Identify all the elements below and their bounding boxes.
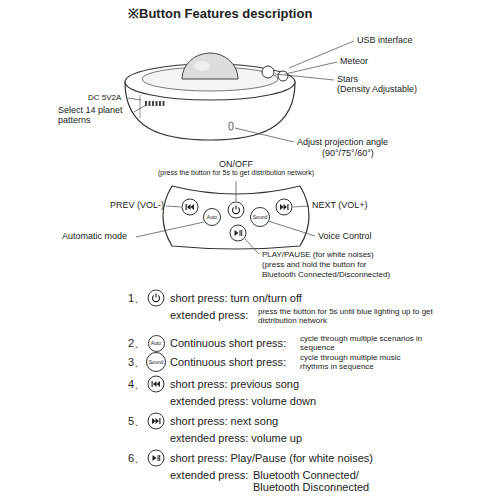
label-text: DC 5V2A — [88, 93, 121, 102]
label-text: Stars — [337, 74, 358, 84]
round-button: Sound — [250, 207, 270, 227]
button-text: Auto — [151, 341, 161, 346]
button-text: Sound — [149, 360, 163, 365]
title: ※Button Features description — [128, 7, 312, 22]
label-text: short press: turn on/turn off — [170, 292, 302, 305]
label-text: NEXT (VOL+) — [312, 200, 368, 210]
label-text: Voice Control — [318, 231, 372, 241]
label-text: Meteor — [340, 56, 368, 66]
label-text: short press: Play/Pause (for white noise… — [170, 452, 373, 465]
button-text: Sound — [253, 215, 267, 220]
label-text: cycle through multiple scenarios in sequ… — [300, 335, 425, 353]
label-text: short press: previous song — [170, 378, 299, 391]
label-text: (90°/75°/60°) — [322, 148, 374, 158]
label-text: 5、 — [128, 415, 145, 428]
round-button: Auto — [148, 335, 165, 352]
label-text: extended press: — [170, 469, 248, 482]
button-text: Auto — [207, 215, 217, 220]
label-text: (press the button for 5s to get distribu… — [158, 169, 314, 177]
label-text: Select 14 planet patterns — [58, 106, 132, 126]
label-text: PLAY/PAUSE (for white noises) — [262, 250, 374, 259]
label-text: short press: next song — [170, 415, 278, 428]
label-text: Bluetooth Connected/ Bluetooth Disconnec… — [253, 469, 385, 493]
label-text: 6、 — [128, 452, 145, 465]
label-text: cycle through multiple music rhythms in … — [300, 354, 425, 372]
label-text: (Density Adjustable) — [337, 84, 417, 94]
round-button: Sound — [146, 352, 166, 372]
label-text: 2、 — [128, 337, 145, 350]
label-text: 3、 — [128, 356, 145, 369]
label-text: Continuous short press: — [170, 356, 286, 369]
label-text: Bluetooth Connected/Disconnected) — [262, 270, 390, 279]
label-text: (press and hold the button for — [262, 260, 367, 269]
label-text: ON/OFF — [219, 159, 253, 169]
round-button: Auto — [203, 208, 221, 226]
label-text: PREV (VOL-) — [110, 200, 164, 210]
label-text: USB interface — [357, 35, 413, 45]
label-text: extended press: volume down — [170, 395, 316, 408]
label-text: extended press: — [170, 309, 248, 322]
label-text: press the button for 5s until blue light… — [258, 308, 436, 326]
label-text: Automatic mode — [62, 231, 127, 241]
label-text: 4、 — [128, 378, 145, 391]
label-text: 1、 — [128, 292, 145, 305]
label-text: extended press: volume up — [170, 432, 302, 445]
label-text: Adjust projection angle — [297, 137, 388, 147]
label-text: Continuous short press: — [170, 337, 286, 350]
